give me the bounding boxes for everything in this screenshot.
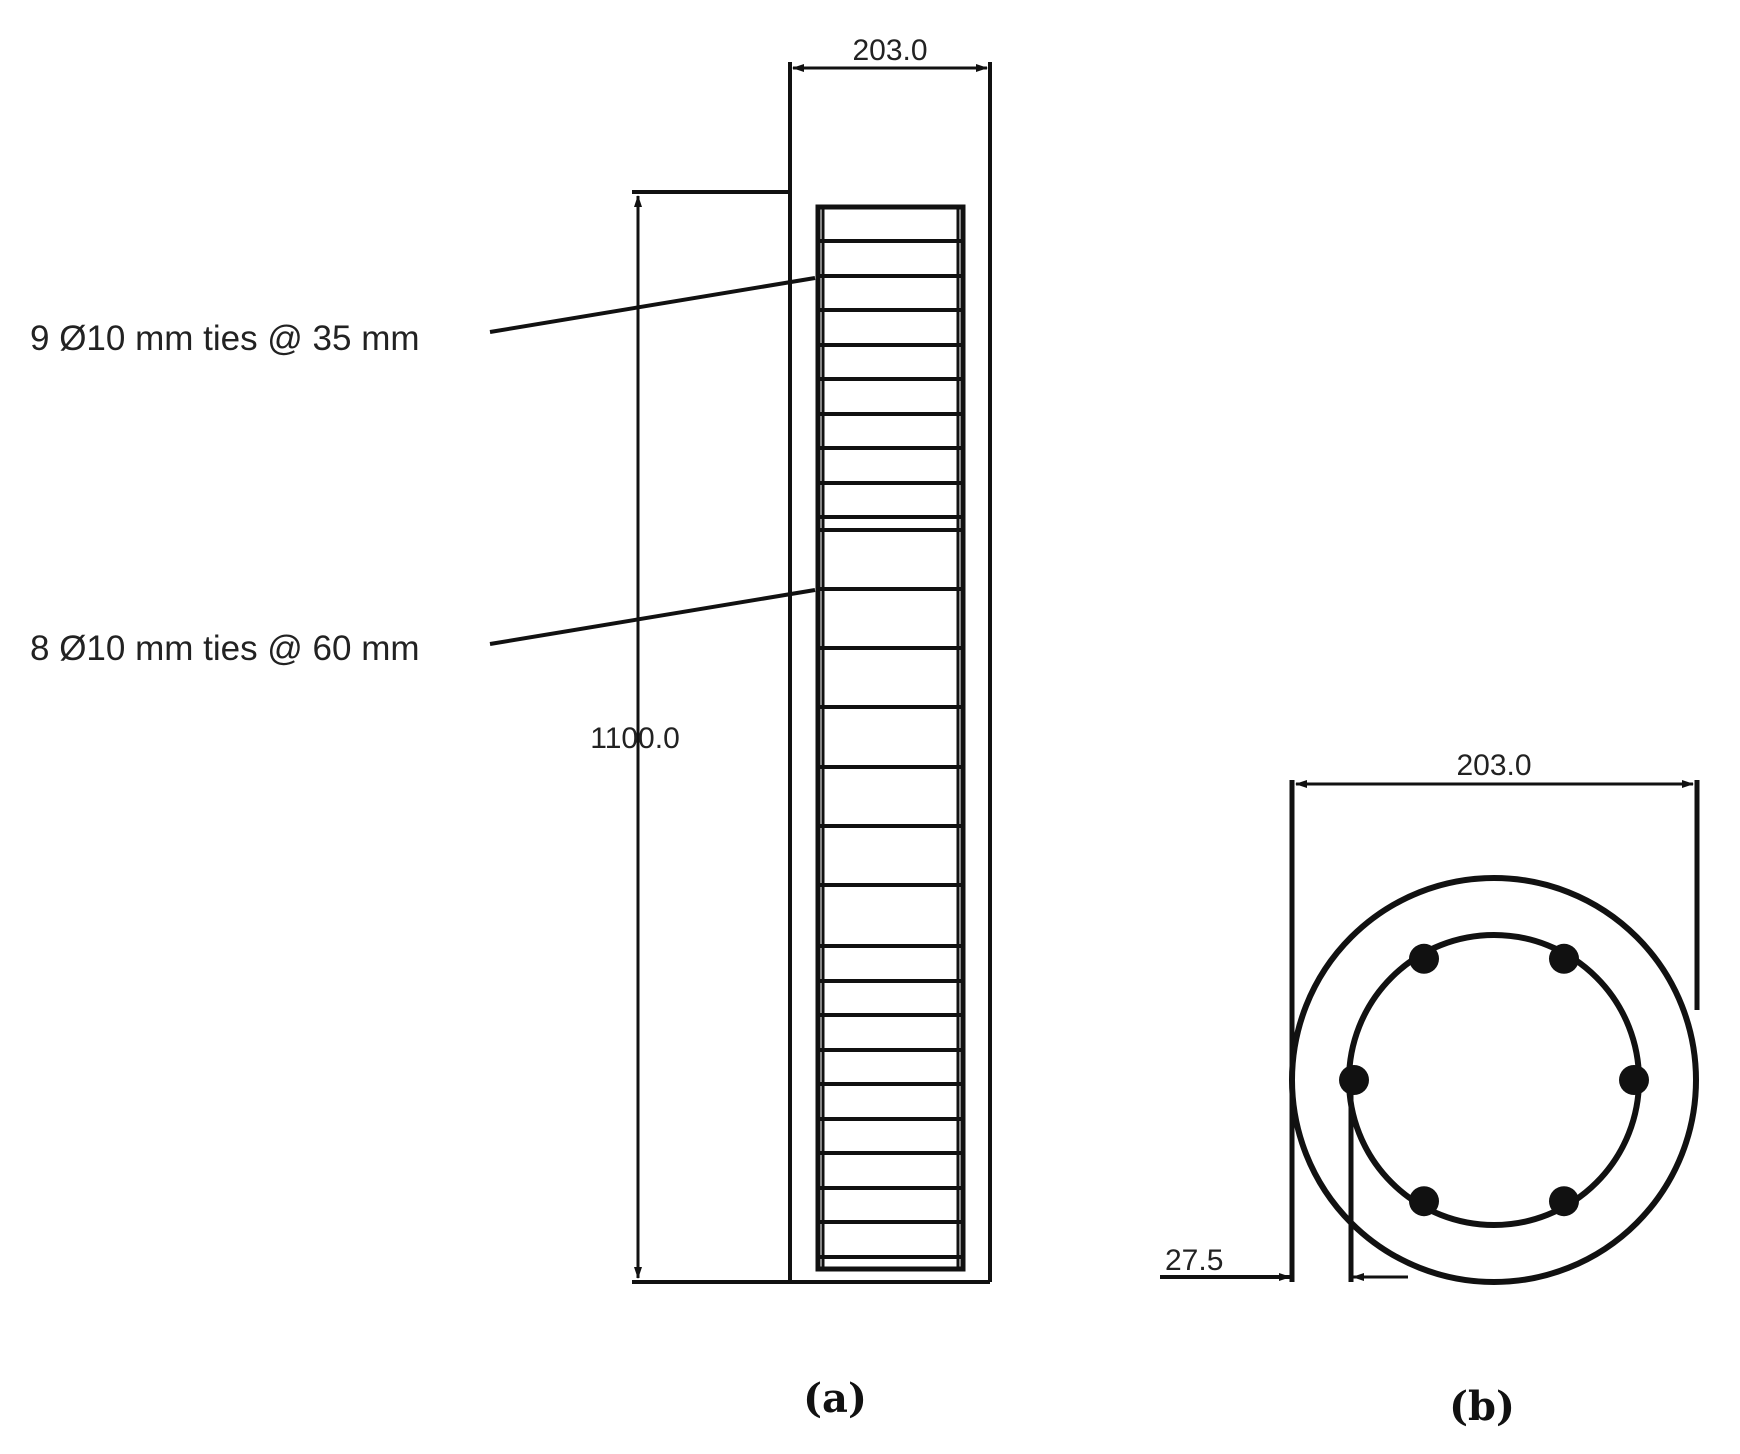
longitudinal-bar-1 [1409, 943, 1439, 974]
elevation-height-label: 1100.0 [590, 722, 680, 755]
callout-middle-label: 8 Ø10 mm ties @ 60 mm [30, 629, 420, 668]
ties-group [818, 239, 963, 1259]
section-width-label: 203.0 [1456, 749, 1531, 782]
longitudinal-bar-5 [1409, 1186, 1439, 1217]
outer-concrete-circle [1289, 875, 1699, 1285]
reinforcement-cage [815, 204, 966, 1272]
longitudinal-bar-2 [1549, 943, 1579, 974]
cross-section-view: 203.0 27.5 (b) [1160, 749, 1700, 1430]
callout-leader-middle [489, 588, 816, 646]
longitudinal-bar-6 [1339, 1065, 1369, 1095]
caption-a: (a) [803, 1375, 867, 1422]
longitudinal-bar-4 [1549, 1186, 1579, 1217]
elevation-width-label: 203.0 [852, 34, 927, 67]
longitudinal-bar-3 [1619, 1065, 1649, 1095]
callout-leader-top [489, 276, 816, 334]
callout-top-label: 9 Ø10 mm ties @ 35 mm [30, 319, 420, 358]
caption-b: (b) [1449, 1383, 1515, 1430]
longitudinal-bars-group [1339, 943, 1649, 1217]
spiral-tie-circle [1346, 932, 1642, 1228]
elevation-view: 203.0 1100.0 9 Ø10 mm ties @ 35 mm 8 Ø10… [30, 34, 992, 1422]
cover-label: 27.5 [1165, 1244, 1223, 1277]
